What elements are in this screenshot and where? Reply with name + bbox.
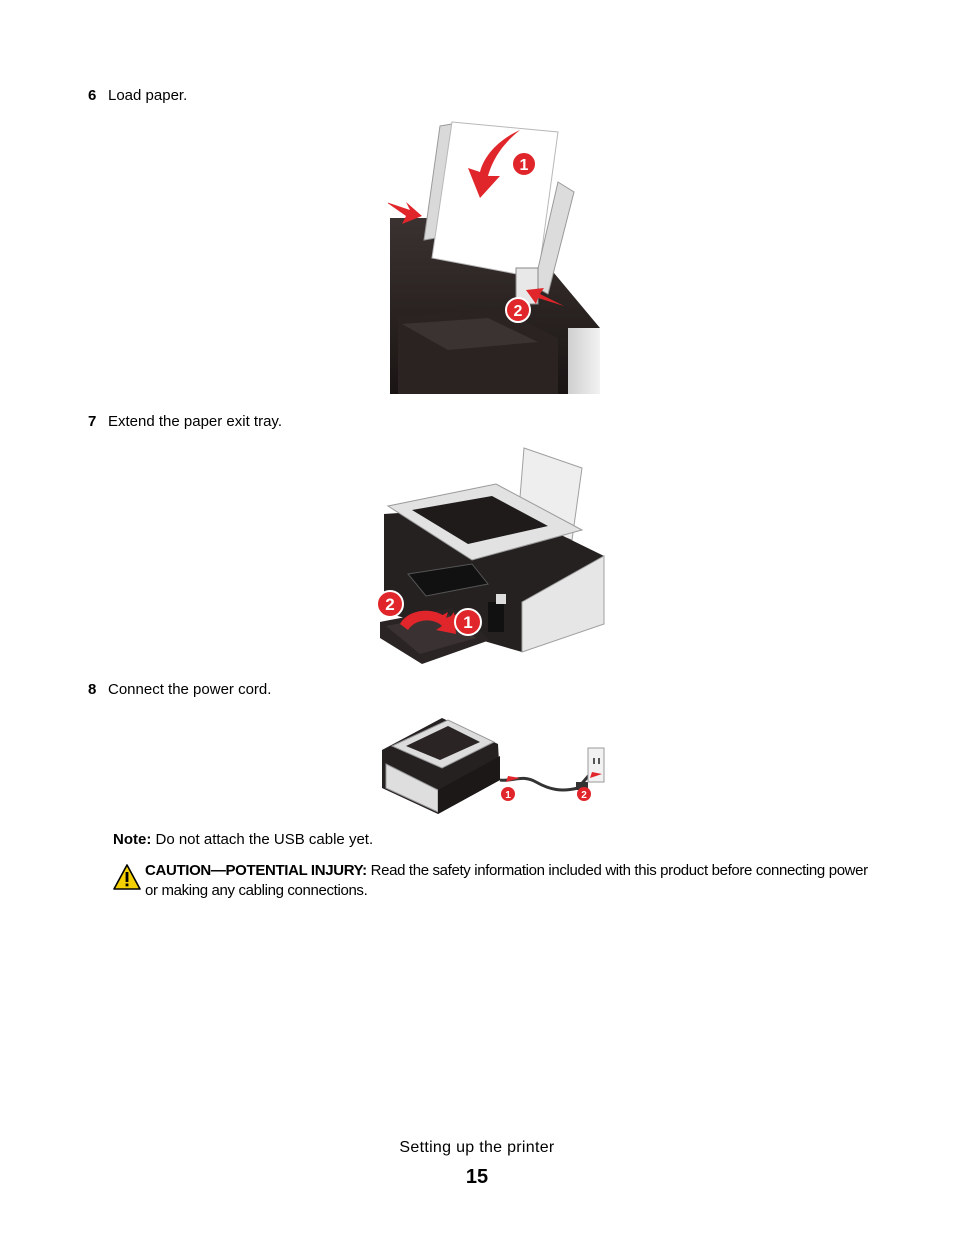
step-8: 8 Connect the power cord. — [88, 681, 271, 699]
note-text: Do not attach the USB cable yet. — [151, 831, 374, 848]
exit-tray-illustration: 2 1 — [372, 444, 608, 666]
printer-side — [568, 328, 600, 394]
power-cord-illustration: 1 2 — [372, 712, 608, 816]
callout-1-label: 1 — [463, 613, 472, 632]
paper-stack — [431, 121, 559, 279]
callout-2 — [505, 297, 531, 323]
callout-1-label: 1 — [520, 157, 529, 174]
page-number: 15 — [465, 1166, 489, 1188]
callout-1 — [501, 787, 515, 801]
step-number: 8 — [88, 681, 97, 698]
section-title: Setting up the printer — [399, 1139, 555, 1156]
warning-triangle-icon — [113, 864, 141, 890]
caution-text: Read the safety information included wit… — [145, 862, 868, 899]
step-text: Connect the power cord. — [108, 681, 272, 698]
output-area — [412, 496, 548, 544]
callout-1 — [511, 151, 537, 177]
arrow-1 — [506, 776, 520, 782]
step-number: 7 — [88, 413, 97, 430]
callout-2 — [577, 787, 591, 801]
printer-side-panel — [521, 555, 605, 653]
caution-label: CAUTION—POTENTIAL INJURY: — [145, 862, 367, 879]
logo — [496, 594, 506, 604]
step-text: Load paper. — [108, 87, 188, 104]
insert-paper-arrow — [468, 130, 520, 198]
step-6: 6 Load paper. — [88, 87, 187, 105]
left-arrow — [388, 202, 422, 224]
load-paper-illustration: 1 2 — [388, 118, 602, 394]
arrow-2 — [590, 772, 602, 778]
guide-arrow — [526, 288, 564, 306]
callout-2 — [376, 590, 404, 618]
card-slot — [488, 602, 504, 632]
callout-2-label: 2 — [581, 790, 587, 801]
step-7: 7 Extend the paper exit tray. — [88, 413, 282, 431]
step-text: Extend the paper exit tray. — [108, 413, 282, 430]
control-panel — [407, 563, 489, 597]
note: Note: Do not attach the USB cable yet. — [113, 831, 373, 848]
caution-text-block: CAUTION—POTENTIAL INJURY: Read the safet… — [145, 861, 875, 901]
power-plug — [576, 782, 588, 790]
paper-support-right — [533, 181, 575, 295]
callout-2-label: 2 — [385, 595, 394, 614]
callout-2-label: 2 — [514, 303, 523, 320]
callout-1 — [454, 608, 482, 636]
step-number: 6 — [88, 87, 97, 104]
callout-1-label: 1 — [505, 790, 511, 801]
note-label: Note: — [113, 831, 152, 848]
